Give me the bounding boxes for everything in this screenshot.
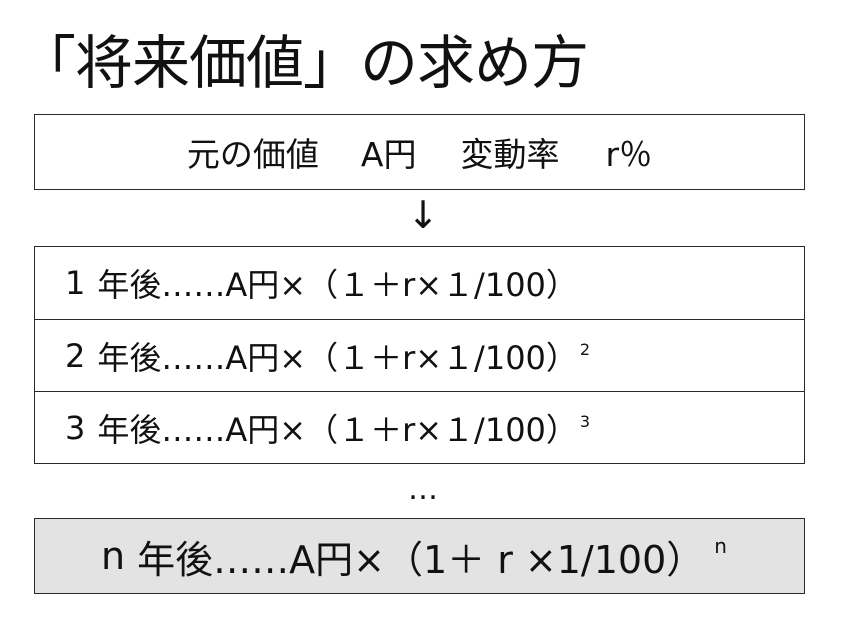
- initial-conditions-text: 元の価値 A円 変動率 r％: [187, 128, 652, 176]
- general-year: n: [101, 534, 126, 578]
- year-label: 年後……: [97, 338, 226, 377]
- continuation-ellipsis: …: [408, 472, 438, 507]
- formula-text: A円×（１＋r×１/100）: [225, 338, 578, 377]
- original-value-label: 元の価値: [186, 135, 319, 174]
- year-label: 年後……: [97, 266, 226, 304]
- formula-exponent: 3: [579, 412, 591, 431]
- year-number: 3: [65, 408, 86, 447]
- year-label: 年後……: [97, 410, 226, 449]
- general-exponent: n: [714, 534, 727, 558]
- general-formula-text: A円×（1＋ r ×1/100）: [289, 537, 705, 582]
- formula-text: A円×（１＋r×１/100）: [225, 410, 578, 449]
- year-number: 2: [65, 336, 86, 375]
- formula-exponent: 2: [579, 340, 591, 359]
- formula-text: A円×（１＋r×１/100）: [225, 266, 578, 304]
- down-arrow-icon: ↓: [407, 193, 439, 237]
- year-number: 1: [65, 264, 86, 302]
- initial-conditions-box: 元の価値 A円 変動率 r％: [34, 114, 805, 190]
- general-year-label: 年後……: [137, 537, 290, 582]
- rate-label: 変動率: [460, 135, 560, 174]
- rate-value: r％: [605, 135, 653, 174]
- amount-value: A円: [360, 135, 417, 174]
- page-title: 「将来価値」の求め方: [18, 29, 589, 97]
- formula-row-year-1: 1 年後……A円×（１＋r×１/100）: [35, 247, 804, 319]
